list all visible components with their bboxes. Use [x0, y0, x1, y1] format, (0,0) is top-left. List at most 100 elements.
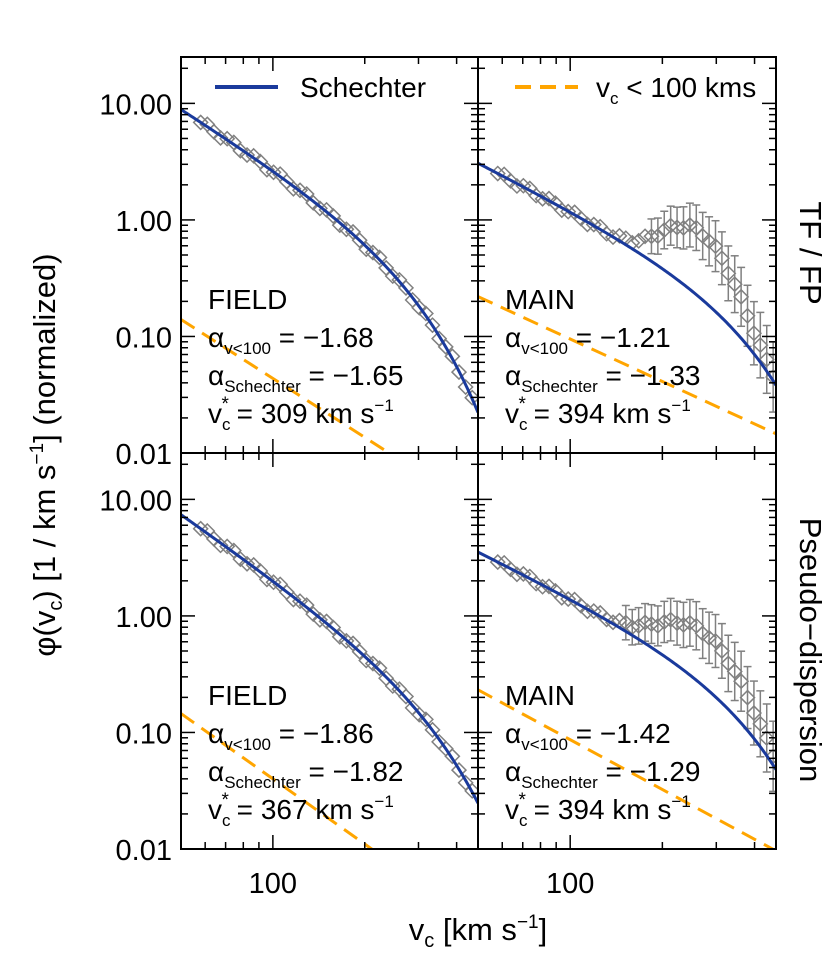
- legend-power-label: vc < 100 kms: [596, 72, 756, 108]
- vstar-label: vc* = 309 km s−1: [208, 394, 394, 434]
- alpha-symbol: α: [208, 360, 224, 391]
- row-label-tf-fp: TF / FP: [793, 201, 828, 304]
- tick-marks: [180, 453, 478, 850]
- data-point: [745, 704, 762, 722]
- data-point: [358, 241, 375, 258]
- data-point: [331, 628, 348, 645]
- data-point: [726, 663, 743, 680]
- alpha-value: = −1.86: [271, 718, 374, 749]
- x-tick-label: 100: [249, 868, 297, 900]
- data-point: [694, 625, 711, 642]
- alpha-schechter-label: αSchechter = −1.65: [208, 360, 404, 396]
- data-point: [285, 180, 302, 197]
- sample-label: FIELD: [208, 284, 287, 315]
- data-point: [212, 129, 229, 147]
- data-point: [579, 603, 596, 620]
- data-point: [733, 288, 750, 305]
- data-point: [384, 268, 401, 285]
- vstar-label: vc* = 367 km s−1: [208, 790, 394, 830]
- alpha-symbol: α: [208, 322, 224, 353]
- alpha-symbol: α: [505, 322, 521, 353]
- data-point: [553, 202, 570, 219]
- y-tick-label: 10.00: [99, 485, 172, 517]
- alpha-value: = −1.33: [598, 360, 701, 391]
- y-axis-label: φ(vc) [1 / km s−1] (normalized): [27, 253, 67, 656]
- schechter-line: [478, 161, 776, 387]
- data-point: [669, 219, 686, 236]
- vstar-value: = 394 km s: [526, 398, 672, 429]
- data-point: [752, 337, 769, 354]
- tick-marks: [477, 57, 776, 454]
- data-point: [649, 228, 666, 245]
- data-point: [694, 227, 711, 245]
- alpha-value: = −1.29: [598, 756, 701, 787]
- data-point: [669, 615, 686, 632]
- alpha-subscript: v<100: [224, 735, 271, 754]
- v-symbol: v: [505, 398, 519, 429]
- plot-area: [181, 513, 478, 849]
- data-point: [232, 142, 249, 159]
- schechter-line: [181, 108, 478, 414]
- data-point: [464, 782, 478, 799]
- data-point: [758, 729, 775, 747]
- data-point: [643, 228, 660, 245]
- tick-marks: [477, 453, 776, 850]
- x-axis-label: vc [km s−1]: [409, 912, 547, 952]
- data-point: [424, 721, 441, 738]
- data-point: [636, 228, 654, 245]
- alpha-value: = −1.68: [271, 322, 374, 353]
- v-symbol: v: [208, 398, 222, 429]
- alpha-symbol: α: [208, 718, 224, 749]
- data-point: [540, 190, 558, 207]
- y-tick-label: 0.01: [116, 439, 172, 471]
- data-point: [212, 537, 229, 554]
- data-point: [675, 219, 692, 236]
- powerlaw-line: [181, 318, 392, 453]
- data-point: [444, 348, 461, 365]
- y-tick-label: 0.10: [116, 718, 172, 750]
- alpha-subscript: v<100: [224, 339, 271, 358]
- x-tick-label: 100: [546, 868, 594, 900]
- alpha-v-label: αv<100 = −1.42: [505, 718, 671, 754]
- data-point: [508, 566, 526, 583]
- unit-superscript: −1: [671, 396, 690, 415]
- plot-area: [478, 550, 776, 849]
- alpha-schechter-label: αSchechter = −1.33: [505, 360, 701, 396]
- data-point: [656, 613, 673, 630]
- data-point: [758, 351, 775, 368]
- alpha-symbol: α: [505, 756, 521, 787]
- data-point: [553, 589, 570, 606]
- data-point: [701, 233, 718, 250]
- alpha-value: = −1.42: [568, 718, 671, 749]
- v-subscript: c: [519, 415, 528, 434]
- alpha-subscript: Schechter: [224, 377, 301, 396]
- powerlaw-line: [478, 295, 776, 436]
- v-superscript: *: [519, 790, 527, 811]
- data-point: [630, 232, 647, 249]
- y-tick-label: 10.00: [99, 89, 172, 121]
- alpha-symbol: α: [505, 360, 521, 391]
- v-subscript: c: [519, 811, 528, 830]
- data-point: [752, 715, 769, 732]
- data-point: [238, 555, 256, 572]
- data-point: [745, 325, 762, 342]
- data-point: [311, 611, 328, 628]
- data-point: [720, 265, 737, 282]
- alpha-schechter-label: αSchechter = −1.29: [505, 756, 701, 792]
- v-symbol: v: [208, 794, 222, 825]
- data-point: [662, 217, 679, 234]
- alpha-v-label: αv<100 = −1.68: [208, 322, 374, 358]
- powerlaw-line: [181, 712, 375, 849]
- data-point: [636, 614, 654, 631]
- row-label-pseudo-dispersion: Pseudo−dispersion: [793, 518, 828, 783]
- v-superscript: *: [519, 394, 527, 415]
- y-tick-label: 1.00: [116, 206, 172, 238]
- powerlaw-line: [478, 688, 776, 849]
- data-point: [457, 378, 474, 396]
- plot-area: [478, 161, 776, 436]
